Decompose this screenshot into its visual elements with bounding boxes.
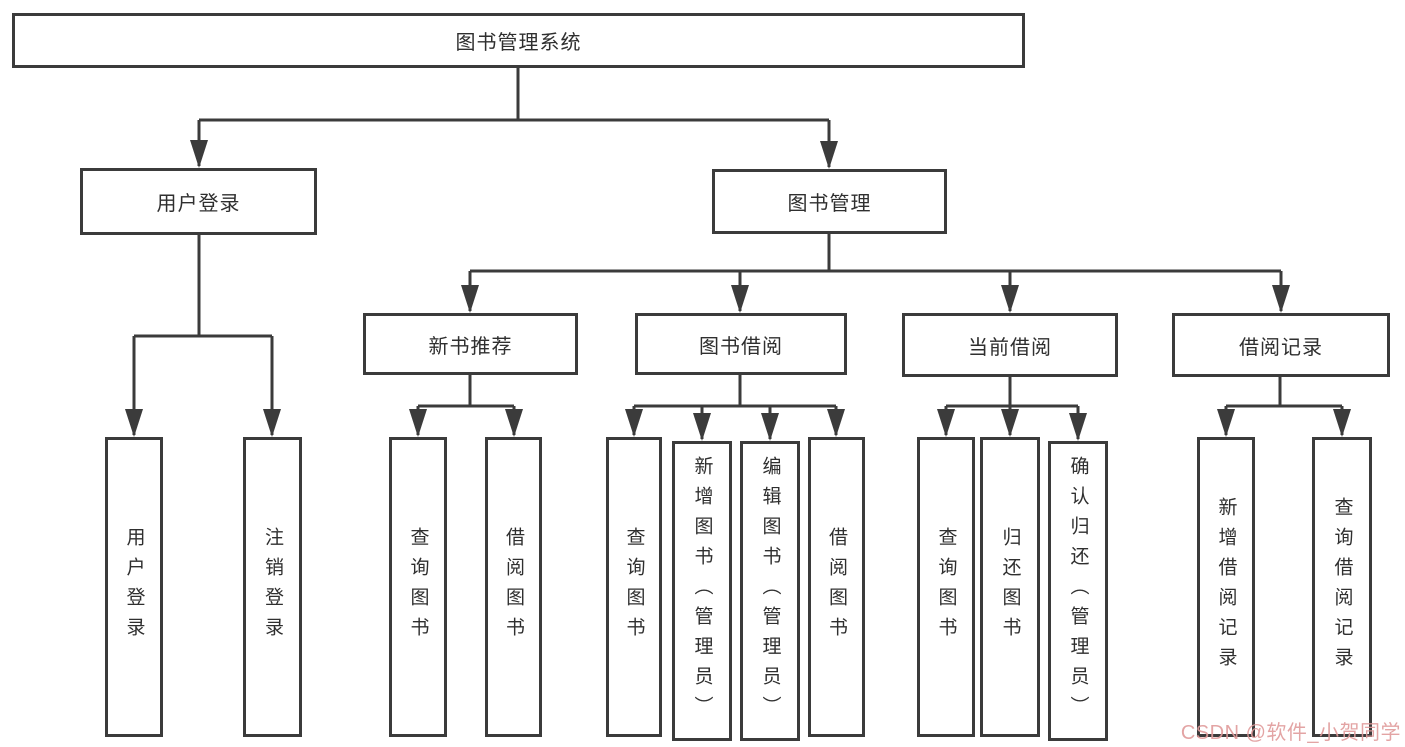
node-label: 用户登录: [123, 527, 145, 647]
leaf-current-return-books: 归还图书: [980, 437, 1040, 737]
node-root-library-system: 图书管理系统: [12, 13, 1025, 68]
leaf-borrow-borrow-books: 借阅图书: [808, 437, 865, 737]
node-label: 新书推荐: [428, 335, 513, 358]
node-current-borrowing: 当前借阅: [902, 313, 1118, 377]
node-label: 借阅图书: [826, 527, 847, 647]
node-label: 用户登录: [156, 193, 241, 215]
leaf-records-query-record: 查询借阅记录: [1312, 437, 1372, 737]
node-label: 查询图书: [407, 527, 429, 647]
node-label: 查询借阅记录: [1331, 497, 1353, 677]
node-label: 当前借阅: [968, 336, 1052, 359]
node-user-login: 用户登录: [80, 168, 317, 235]
leaf-borrow-edit-books-admin: 编辑图书（管理员）: [740, 441, 800, 741]
node-label: 图书管理: [787, 193, 872, 215]
node-label: 图书借阅: [699, 335, 783, 358]
node-book-borrowing: 图书借阅: [635, 313, 847, 375]
node-label: 注销登录: [262, 527, 283, 647]
leaf-newbook-query-books: 查询图书: [389, 437, 447, 737]
leaf-logout: 注销登录: [243, 437, 302, 737]
node-new-book-recommend: 新书推荐: [363, 313, 578, 375]
node-label: 新增借阅记录: [1215, 497, 1237, 677]
leaf-records-add-record: 新增借阅记录: [1197, 437, 1255, 737]
node-label: 编辑图书（管理员）: [759, 456, 781, 726]
node-label: 图书管理系统: [455, 32, 582, 54]
leaf-current-query-books: 查询图书: [917, 437, 975, 737]
node-label: 查询图书: [935, 527, 957, 647]
leaf-user-login: 用户登录: [105, 437, 163, 737]
leaf-current-confirm-return-admin: 确认归还（管理员）: [1048, 441, 1108, 741]
node-label: 归还图书: [999, 527, 1021, 647]
node-borrowing-records: 借阅记录: [1172, 313, 1390, 377]
node-book-management: 图书管理: [712, 169, 947, 234]
leaf-newbook-borrow-books: 借阅图书: [485, 437, 542, 737]
node-label: 确认归还（管理员）: [1067, 456, 1089, 726]
leaf-borrow-query-books: 查询图书: [606, 437, 662, 737]
node-label: 借阅图书: [503, 527, 524, 647]
node-label: 借阅记录: [1239, 336, 1323, 359]
leaf-borrow-add-books-admin: 新增图书（管理员）: [672, 441, 732, 741]
node-label: 查询图书: [623, 527, 645, 647]
node-label: 新增图书（管理员）: [691, 456, 713, 726]
csdn-watermark: CSDN @软件_小贺同学: [1180, 722, 1401, 744]
